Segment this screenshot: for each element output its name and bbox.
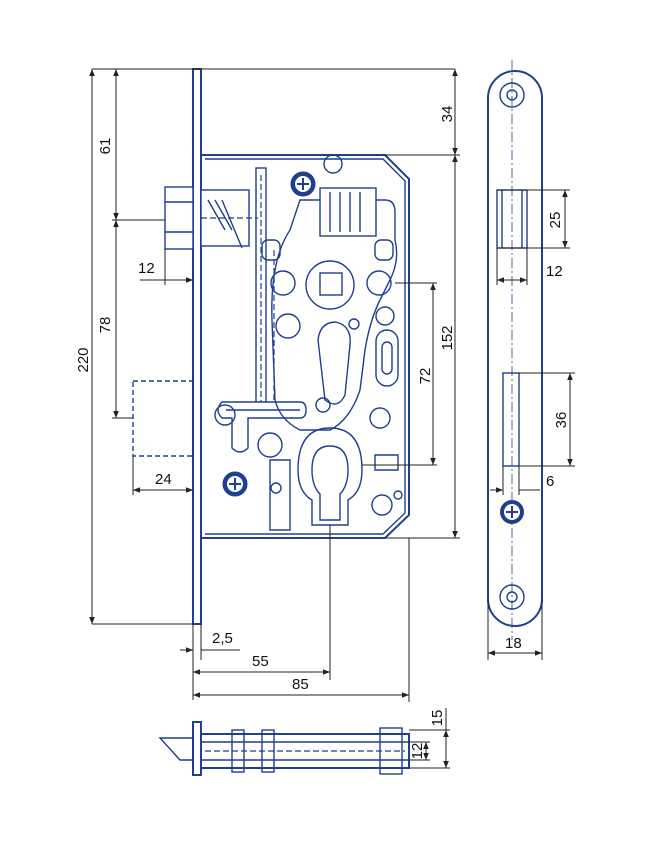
dim-15: 15	[429, 710, 446, 727]
dim-25: 25	[547, 212, 564, 229]
adjust-slot	[375, 329, 399, 387]
dim-55: 55	[252, 653, 269, 670]
dead-bolt	[132, 380, 194, 457]
dim-85: 85	[292, 676, 309, 693]
bolt-tail	[217, 401, 307, 453]
dim-12-left: 12	[138, 260, 155, 277]
dim-12-bottom: 12	[409, 743, 426, 760]
dim-78: 78	[97, 317, 114, 334]
dim-24: 24	[155, 471, 172, 488]
screw-icon	[222, 171, 316, 497]
dim-34: 34	[439, 106, 456, 123]
dim-36: 36	[553, 412, 570, 429]
dimension-lines	[89, 68, 575, 769]
vertical-rod	[255, 167, 275, 414]
dim-72: 72	[417, 368, 434, 385]
body-holes	[214, 154, 403, 516]
dim-6: 6	[546, 473, 554, 490]
dim-152: 152	[439, 325, 456, 350]
front-faceplate	[192, 68, 202, 625]
dim-220: 220	[75, 347, 92, 372]
dim-18: 18	[505, 635, 522, 652]
top-view	[158, 721, 410, 776]
follower-hub	[261, 187, 398, 431]
side-screw-icon	[500, 500, 524, 524]
cam-lever	[315, 321, 351, 413]
lock-body	[201, 154, 410, 539]
dim-61: 61	[97, 138, 114, 155]
latch-bolt	[164, 186, 258, 250]
dim-2-5: 2,5	[212, 630, 233, 647]
dim-12-right: 12	[546, 263, 563, 280]
dimension-labels: 220 61 78 12 24 2,5 55 85 34 152 72 25 1…	[75, 106, 570, 760]
side-faceplate	[487, 60, 543, 640]
